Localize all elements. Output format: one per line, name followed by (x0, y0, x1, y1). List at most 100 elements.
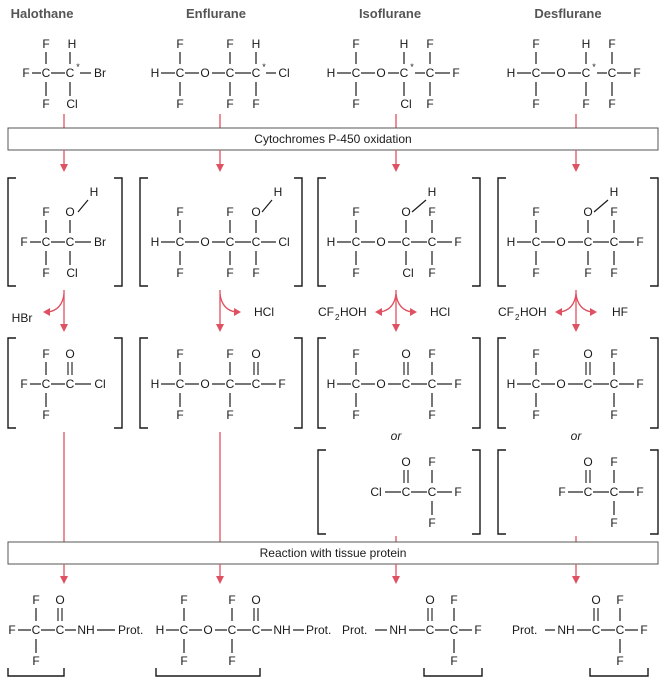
svg-text:C: C (226, 235, 235, 249)
svg-text:F: F (474, 623, 481, 637)
svg-text:F: F (352, 408, 359, 422)
halothane-acyl-chloride: F O F C C Cl F (7, 337, 123, 429)
svg-text:F: F (608, 37, 615, 51)
svg-text:C: C (32, 623, 41, 637)
byproduct-desflurane-cf2hoh: CF 2 HOH (498, 305, 547, 322)
svg-text:F: F (452, 66, 459, 80)
svg-text:F: F (636, 485, 643, 499)
svg-text:C: C (176, 66, 185, 80)
svg-text:O: O (251, 205, 260, 219)
svg-text:C: C (616, 623, 625, 637)
svg-text:F: F (610, 455, 617, 469)
svg-text:C: C (66, 235, 75, 249)
svg-text:O: O (55, 593, 64, 607)
svg-text:F: F (428, 205, 435, 219)
svg-text:F: F (22, 66, 29, 80)
svg-text:F: F (252, 97, 259, 111)
halothane-protein-adduct: F O F C C NH Prot. F (7, 593, 143, 677)
enflurane-protein-adduct: F F O H C O C C NH Prot. F F (155, 593, 331, 677)
svg-text:C: C (428, 377, 437, 391)
svg-text:Prot.: Prot. (512, 623, 537, 637)
or-label-isoflurane: or (391, 429, 403, 443)
svg-text:C: C (228, 623, 237, 637)
svg-text:Cl: Cl (66, 97, 77, 111)
svg-text:C: C (226, 377, 235, 391)
svg-text:C: C (532, 66, 541, 80)
svg-text:F: F (42, 205, 49, 219)
svg-text:C: C (180, 623, 189, 637)
isoflurane-structure: F H F H C O C * C F F Cl F (327, 37, 460, 111)
isoflurane-trifluoroacetyl-chloride: O F Cl C C F F (317, 449, 481, 535)
svg-text:F: F (42, 37, 49, 51)
svg-text:C: C (42, 235, 51, 249)
svg-text:F: F (32, 654, 39, 668)
svg-text:H: H (156, 623, 165, 637)
svg-text:F: F (252, 266, 259, 280)
svg-text:F: F (428, 408, 435, 422)
svg-text:Cl: Cl (278, 66, 289, 80)
svg-text:F: F (532, 37, 539, 51)
svg-text:F: F (352, 37, 359, 51)
isoflurane-ester: F O F H C O C C F F F (317, 337, 481, 429)
svg-text:*: * (592, 62, 596, 72)
svg-text:F: F (42, 97, 49, 111)
svg-text:H: H (400, 37, 409, 51)
svg-text:HOH: HOH (340, 305, 367, 319)
byproduct-isoflurane-hcl: HCl (430, 305, 450, 319)
desflurane-structure: F H F H C O C * C F F F F (507, 37, 641, 111)
byproduct-hbr: HBr (12, 311, 33, 325)
header-halothane: Halothane (11, 6, 74, 21)
halothane-structure: F H F C C * Br F Cl (22, 37, 106, 111)
svg-text:*: * (262, 62, 266, 72)
svg-text:CF: CF (318, 305, 334, 319)
svg-text:F: F (532, 97, 539, 111)
svg-text:2: 2 (515, 313, 520, 322)
svg-text:F: F (176, 97, 183, 111)
svg-text:NH: NH (389, 623, 406, 637)
svg-text:C: C (42, 66, 51, 80)
svg-text:O: O (376, 377, 385, 391)
svg-text:O: O (583, 205, 592, 219)
svg-text:C: C (584, 377, 593, 391)
svg-text:F: F (228, 654, 235, 668)
svg-text:C: C (610, 377, 619, 391)
svg-text:F: F (450, 593, 457, 607)
byproduct-enflurane-hcl: HCl (254, 305, 274, 319)
header-isoflurane: Isoflurane (359, 6, 421, 21)
svg-text:F: F (582, 97, 589, 111)
svg-text:CF: CF (498, 305, 514, 319)
svg-text:C: C (582, 66, 591, 80)
isoflurane-intermediate: H F O F H C O C C F F Cl F (317, 177, 481, 287)
svg-text:C: C (426, 623, 435, 637)
svg-text:C: C (402, 377, 411, 391)
svg-text:C: C (176, 235, 185, 249)
svg-text:C: C (252, 377, 261, 391)
svg-text:C: C (610, 485, 619, 499)
svg-text:F: F (352, 205, 359, 219)
svg-text:F: F (532, 347, 539, 361)
svg-text:O: O (425, 593, 434, 607)
svg-text:H: H (90, 185, 99, 199)
svg-text:F: F (640, 623, 647, 637)
svg-text:O: O (591, 593, 600, 607)
svg-text:F: F (20, 235, 27, 249)
svg-text:O: O (251, 593, 260, 607)
svg-text:F: F (20, 377, 27, 391)
svg-text:C: C (532, 377, 541, 391)
svg-text:F: F (454, 235, 461, 249)
svg-text:F: F (176, 347, 183, 361)
svg-text:F: F (584, 266, 591, 280)
svg-text:H: H (507, 66, 516, 80)
svg-text:F: F (610, 205, 617, 219)
svg-text:F: F (176, 408, 183, 422)
svg-text:O: O (556, 235, 565, 249)
svg-text:C: C (532, 235, 541, 249)
svg-text:F: F (608, 97, 615, 111)
svg-text:O: O (200, 377, 209, 391)
header-enflurane: Enflurane (186, 6, 246, 21)
oxidation-banner (7, 127, 659, 151)
svg-text:C: C (450, 623, 459, 637)
or-label-desflurane: or (571, 429, 583, 443)
svg-text:F: F (42, 347, 49, 361)
header-desflurane: Desflurane (534, 6, 601, 21)
